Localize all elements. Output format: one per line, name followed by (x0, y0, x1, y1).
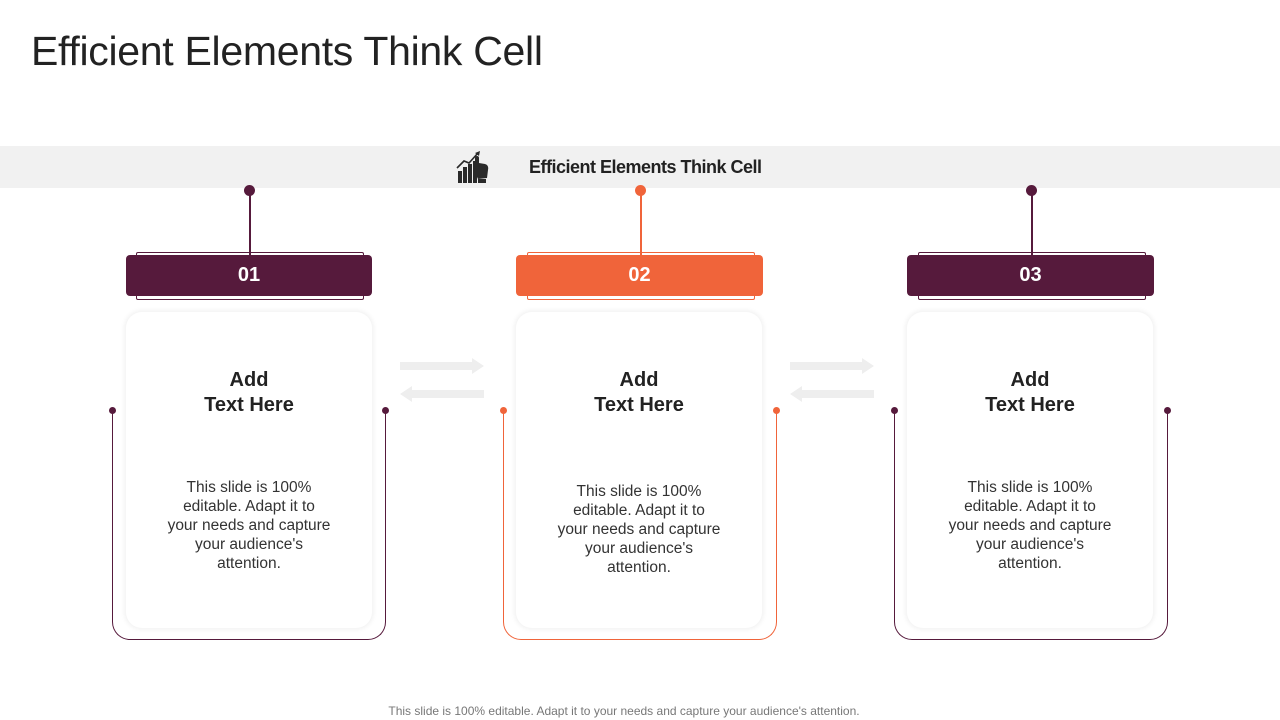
connector-line (640, 194, 642, 256)
card-frame (894, 410, 1168, 640)
heading-line-1: Add (229, 369, 269, 391)
step-3: 03 Add Text Here This slide is 100% edit… (891, 182, 1174, 642)
heading-line-1: Add (619, 369, 659, 391)
step-number-badge: 03 (907, 255, 1154, 296)
connector-dot (1026, 185, 1037, 196)
step-card: Add Text Here This slide is 100% editabl… (516, 312, 762, 628)
card-body: This slide is 100% editable. Adapt it to… (948, 479, 1112, 572)
bracket-bottom (136, 292, 364, 300)
frame-dot-right (382, 407, 389, 414)
card-heading: Add Text Here (907, 368, 1153, 418)
chart-hand-icon (456, 151, 489, 183)
connector-dot (635, 185, 646, 196)
step-card: Add Text Here This slide is 100% editabl… (126, 312, 372, 628)
frame-dot-right (773, 407, 780, 414)
slide-title: Efficient Elements Think Cell (31, 28, 543, 74)
step-card: Add Text Here This slide is 100% editabl… (907, 312, 1153, 628)
arrow-right-icon (400, 358, 484, 374)
card-frame (112, 410, 386, 640)
heading-line-2: Text Here (594, 394, 684, 416)
bracket-bottom (918, 292, 1146, 300)
heading-line-2: Text Here (985, 394, 1075, 416)
connector-line (1031, 194, 1033, 256)
bracket-bottom (527, 292, 755, 300)
arrow-left-icon (400, 386, 484, 402)
frame-dot-left (109, 407, 116, 414)
card-body: This slide is 100% editable. Adapt it to… (557, 483, 721, 576)
footer-note: This slide is 100% editable. Adapt it to… (388, 704, 860, 718)
arrow-right-icon (790, 358, 874, 374)
step-1: 01 Add Text Here This slide is 100% edit… (109, 182, 392, 642)
banner-band (0, 146, 1280, 188)
heading-line-2: Text Here (204, 394, 294, 416)
step-2: 02 Add Text Here This slide is 100% edit… (500, 182, 783, 642)
banner-label: Efficient Elements Think Cell (529, 157, 762, 177)
connector-arrows (790, 358, 874, 402)
frame-dot-left (500, 407, 507, 414)
connector-line (249, 194, 251, 256)
heading-line-1: Add (1010, 369, 1050, 391)
connector-dot (244, 185, 255, 196)
card-heading: Add Text Here (126, 368, 372, 418)
card-frame (503, 410, 777, 640)
step-number-badge: 01 (126, 255, 372, 296)
card-body: This slide is 100% editable. Adapt it to… (167, 479, 331, 572)
step-number-badge: 02 (516, 255, 763, 296)
arrow-left-icon (790, 386, 874, 402)
connector-arrows (400, 358, 484, 402)
frame-dot-right (1164, 407, 1171, 414)
card-heading: Add Text Here (516, 368, 762, 418)
frame-dot-left (891, 407, 898, 414)
